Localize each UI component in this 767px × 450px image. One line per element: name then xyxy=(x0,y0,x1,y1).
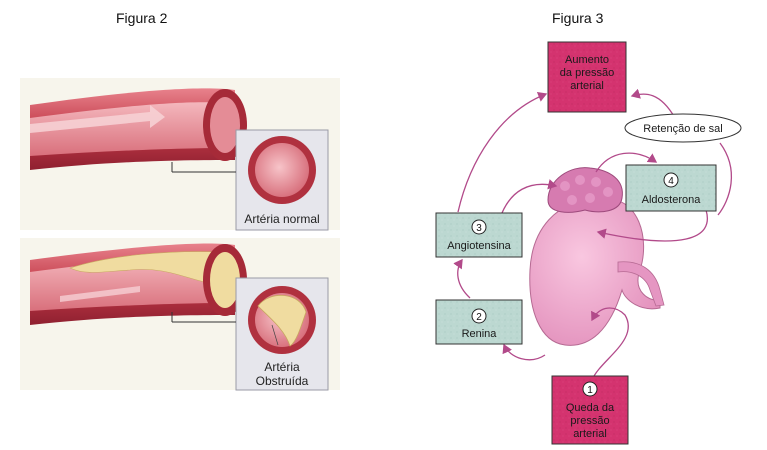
step-1-badge xyxy=(582,381,598,397)
angiotensina-label: Angiotensina xyxy=(447,240,511,252)
normal-artery-label: Artéria normal xyxy=(244,212,319,226)
normal-artery-tube xyxy=(30,88,247,170)
aumento-label-1: Aumento xyxy=(565,54,609,66)
step-4-number: 4 xyxy=(668,176,674,187)
figure-2-title: Figura 2 xyxy=(116,10,168,26)
retencao-sal-label: Retenção de sal xyxy=(643,123,723,135)
queda-label-2: pressão xyxy=(570,415,609,427)
retencao-sal-ellipse xyxy=(624,113,742,143)
aumento-pressao-box xyxy=(547,41,627,113)
kidney-illustration xyxy=(529,197,665,346)
step-2-badge xyxy=(471,308,487,324)
figure-3-title: Figura 3 xyxy=(552,10,604,26)
feedback-arrows xyxy=(453,88,733,381)
step-3-number: 3 xyxy=(476,223,482,234)
adrenal-gland-illustration xyxy=(547,167,623,213)
step-4-badge xyxy=(663,172,679,188)
aumento-label-2: da pressão xyxy=(560,67,614,79)
obstructed-artery-label-1: Artéria xyxy=(264,360,300,374)
aumento-label-3: arterial xyxy=(570,80,604,92)
step-2-number: 2 xyxy=(476,312,482,323)
normal-artery-cross-section xyxy=(248,136,316,204)
obstructed-artery-label-2: Obstruída xyxy=(256,374,309,388)
aldosterona-label: Aldosterona xyxy=(642,194,702,206)
obstructed-artery-cross-section xyxy=(248,286,316,354)
renina-label: Renina xyxy=(462,328,498,340)
queda-label-3: arterial xyxy=(573,428,607,440)
obstructed-artery-tube xyxy=(30,243,247,325)
queda-label-1: Queda da xyxy=(566,402,615,414)
step-1-number: 1 xyxy=(587,385,593,396)
step-3-badge xyxy=(471,219,487,235)
